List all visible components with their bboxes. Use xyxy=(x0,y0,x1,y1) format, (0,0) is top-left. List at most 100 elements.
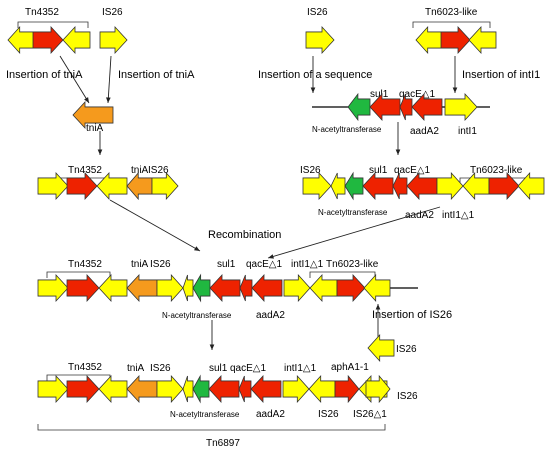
intl1d1-label-row5: intI1△1 xyxy=(284,363,317,374)
row4-gene-1 xyxy=(37,273,69,303)
aada2-label-row3: aadA2 xyxy=(405,210,434,221)
row5-gene-1 xyxy=(37,374,69,404)
tnia-label-row5: tniA xyxy=(127,363,145,374)
row5-intl1 xyxy=(282,374,310,404)
row3-gene-2 xyxy=(66,171,98,201)
row3r-intl1 xyxy=(436,171,464,201)
row3r-aada2 xyxy=(406,171,438,201)
is26-label-row5: IS26 xyxy=(150,363,171,374)
row4-is26 xyxy=(156,273,184,303)
row2-intl1 xyxy=(444,92,478,122)
sul1-label-row3: sul1 xyxy=(369,165,388,176)
is26-label-top-right: IS26 xyxy=(307,7,328,18)
row5-gene-2 xyxy=(66,374,100,404)
aada2-label-row5: aadA2 xyxy=(256,409,285,420)
is26-label-row4: IS26 xyxy=(150,259,171,270)
arrow-tnia-1-head xyxy=(84,97,89,103)
row3r-tn-3 xyxy=(517,171,545,201)
tnia-label-middle: tniA xyxy=(86,123,104,134)
insertion-sequence-label: Insertion of a sequence xyxy=(258,69,372,81)
tn4352-label-row3: Tn4352 xyxy=(68,165,102,176)
arrow-row2-down-head xyxy=(395,149,401,155)
row3-gene-1 xyxy=(37,171,69,201)
tn4352-top-gene-1 xyxy=(7,25,35,55)
tn4352-bracket-row4 xyxy=(46,271,111,278)
arrow-row3-to-recomb xyxy=(109,199,201,252)
sul1-label-row2: sul1 xyxy=(370,89,389,100)
tn6023like-label-row3: Tn6023-like xyxy=(470,165,523,176)
tn6023-top-gene-1 xyxy=(415,25,443,55)
row4-tn-2 xyxy=(336,273,366,303)
row5-green xyxy=(192,374,210,404)
tn6897-bracket xyxy=(37,424,386,431)
insertion-intl1-label: Insertion of intI1 xyxy=(462,69,540,81)
is26-label-row3: IS26 xyxy=(148,165,169,176)
sul1-label-row4: sul1 xyxy=(217,259,236,270)
sul1-label-row5: sul1 xyxy=(209,363,228,374)
is26d1-label-row5: IS26△1 xyxy=(353,409,387,420)
is26-top-right-gene xyxy=(305,25,335,55)
arrow-sequence-head xyxy=(310,87,316,93)
row4-tn-3 xyxy=(363,273,391,303)
qace-label-row3: qacE△1 xyxy=(394,165,430,176)
is26-label-top-left: IS26 xyxy=(102,7,123,18)
arrow-row3r-to-recomb-head xyxy=(268,254,274,259)
row4-yellow-small xyxy=(182,274,194,302)
tn6023-top-gene-2 xyxy=(440,25,471,55)
row4-qace xyxy=(239,274,253,302)
tn4352-label-top: Tn4352 xyxy=(25,7,59,18)
is26-label-row5-under: IS26 xyxy=(318,409,339,420)
row3r-tn-1 xyxy=(462,171,490,201)
insertion-tnia-label-2: Insertion of tniA xyxy=(118,69,195,81)
tn4352-top-gene-3 xyxy=(62,25,91,55)
nacetyl-label-row3: N-acetyltransferase xyxy=(318,208,388,217)
row3r-qace xyxy=(392,172,408,200)
apha1-label-row5: aphA1-1 xyxy=(331,362,369,373)
intl1-label-row2: intI1 xyxy=(458,126,477,137)
row5-aada2 xyxy=(250,374,282,404)
arrow-is26-up-head xyxy=(375,304,381,310)
is26-label-inserting: IS26 xyxy=(396,344,417,355)
insertion-tnia-label-1: Insertion of tniA xyxy=(6,69,83,81)
intl1d1-label-row4: intI1△1 xyxy=(291,259,324,270)
row4-aada2 xyxy=(251,273,283,303)
row5-qace xyxy=(238,375,252,403)
row3r-is26 xyxy=(302,171,332,201)
nacetyl-label-row5: N-acetyltransferase xyxy=(170,410,240,419)
tn6023like-label-row4: Tn6023-like xyxy=(326,259,379,270)
nacetyl-label-row2: N-acetyltransferase xyxy=(312,125,382,134)
arrow-tnia-1 xyxy=(59,55,90,104)
insertion-is26-label: Insertion of IS26 xyxy=(372,309,452,321)
tn4352-label-row5: Tn4352 xyxy=(68,362,102,373)
tn4352-label-row4: Tn4352 xyxy=(68,259,102,270)
row5-is26-d1 xyxy=(365,374,391,404)
tn6023-top-gene-3 xyxy=(468,25,497,55)
qace-label-row5: qacE△1 xyxy=(230,363,266,374)
tnia-label-row3: tniA xyxy=(131,165,149,176)
arrow-tnia-2 xyxy=(107,55,112,104)
nacetyl-label-row4: N-acetyltransferase xyxy=(162,311,232,320)
row2-qace xyxy=(399,93,413,121)
tn6023like-bracket-row4 xyxy=(309,271,376,278)
is26-label-row5-end: IS26 xyxy=(397,391,418,402)
row4-green xyxy=(192,273,211,303)
row4-intl1 xyxy=(283,273,311,303)
aada2-label-row4: aadA2 xyxy=(256,310,285,321)
tnia-label-row4: tniA xyxy=(131,259,149,270)
row3r-tn-2 xyxy=(488,171,520,201)
row5-apha1 xyxy=(334,374,360,404)
row5-is26-2 xyxy=(308,374,336,404)
recombination-label: Recombination xyxy=(208,229,281,241)
row5-is26 xyxy=(156,374,184,404)
row4-gene-2 xyxy=(66,273,100,303)
row2-aada2 xyxy=(411,92,443,122)
intl1d1-label-row3: intI1△1 xyxy=(442,210,475,221)
aada2-label-row2: aadA2 xyxy=(410,126,439,137)
row3r-yellow xyxy=(330,172,346,200)
row3-gene-3 xyxy=(96,171,128,201)
tnia-gene-middle xyxy=(72,100,114,130)
row3r-green xyxy=(344,171,364,201)
row2-sul1 xyxy=(369,92,401,122)
row5-sul1 xyxy=(208,374,240,404)
